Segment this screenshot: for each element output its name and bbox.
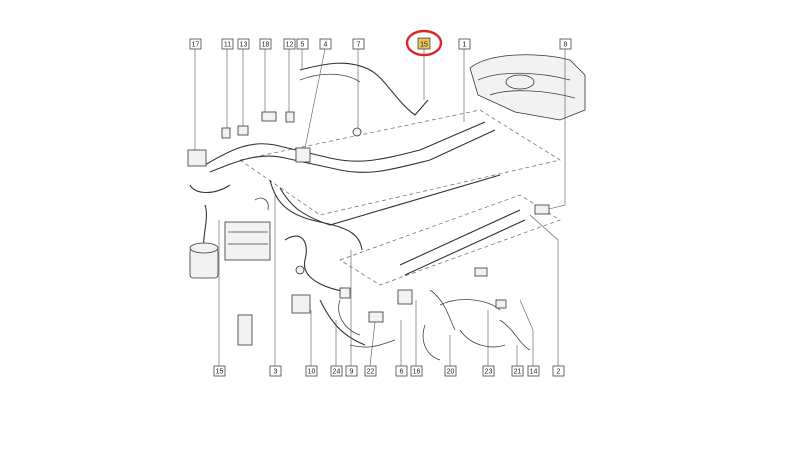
callout-top-7: 7: [357, 42, 361, 49]
callout-bottom-7: 16: [413, 369, 421, 376]
callout-top-10: 8: [564, 42, 568, 49]
top-callouts: 17 11 13 18 12 5 4 7 15 1 8: [189, 29, 572, 210]
callout-top-1: 11: [224, 42, 231, 49]
callout-top-8: 15: [420, 42, 428, 49]
callout-top-9: 1: [463, 42, 467, 49]
bottom-callouts: 15 3 10 24 9 22 6 16 20 23 21 14: [213, 195, 565, 377]
components: [187, 111, 550, 346]
fuel-tank: [469, 54, 586, 121]
highlight-circle: [405, 29, 443, 57]
callout-bottom-9: 23: [485, 369, 493, 376]
callout-bottom-10: 21: [514, 369, 522, 376]
callout-top-5: 5: [301, 42, 305, 49]
callout-top-2: 13: [240, 42, 248, 49]
callout-bottom-1: 3: [274, 369, 278, 376]
callout-bottom-3: 24: [333, 369, 341, 376]
callout-top-6: 4: [324, 42, 328, 49]
callout-bottom-6: 6: [400, 369, 404, 376]
callout-top-0: 17: [192, 42, 200, 49]
callout-bottom-4: 9: [350, 369, 354, 376]
callout-bottom-12: 2: [557, 369, 561, 376]
callout-bottom-2: 10: [308, 369, 316, 376]
callout-bottom-11: 14: [530, 369, 538, 376]
assembly-outline: [239, 109, 561, 286]
callout-top-3: 18: [262, 42, 270, 49]
callout-bottom-5: 22: [367, 369, 375, 376]
callout-bottom-0: 15: [216, 369, 224, 376]
callout-top-4: 12: [286, 42, 294, 49]
callout-bottom-8: 20: [447, 369, 455, 376]
